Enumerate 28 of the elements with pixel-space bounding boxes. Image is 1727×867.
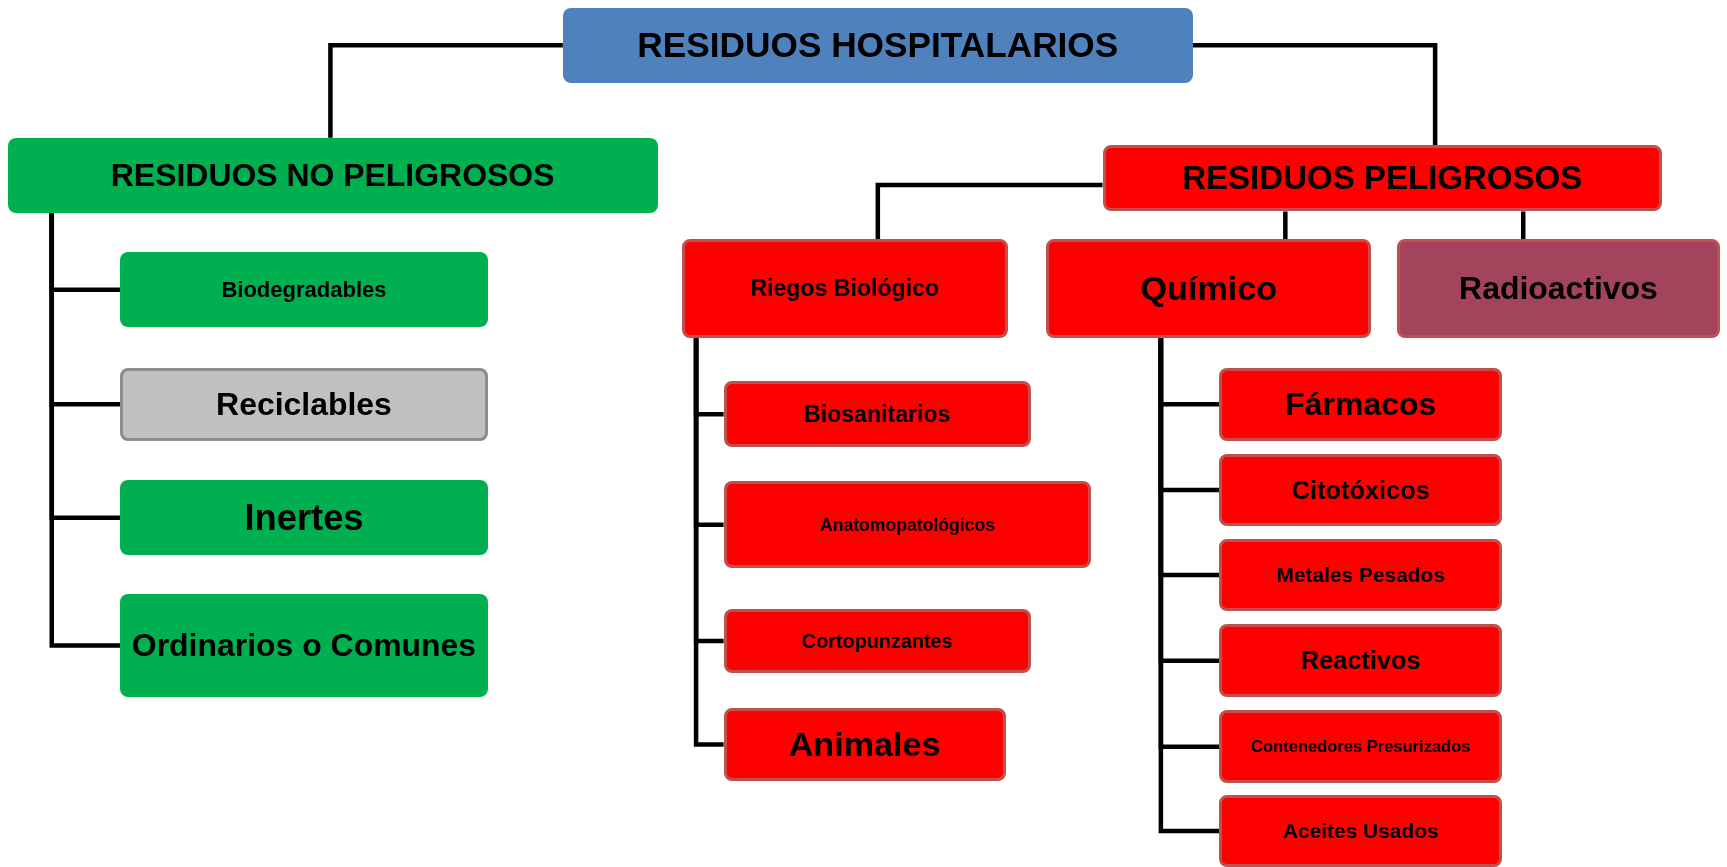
connector-line bbox=[693, 338, 724, 747]
leaf-box: Reciclables bbox=[120, 367, 488, 441]
root-box: RESIDUOS HOSPITALARIOS bbox=[562, 7, 1193, 83]
leaf-box: Biodegradables bbox=[120, 252, 488, 328]
leaf-box: Contenedores Presurizados bbox=[1219, 710, 1503, 784]
leaf-box: Anatomopatológicos bbox=[723, 481, 1092, 569]
category-box: RESIDUOS NO PELIGROSOS bbox=[7, 137, 658, 213]
leaf-box: Inertes bbox=[120, 480, 488, 556]
subcategory-box: Químico bbox=[1046, 239, 1372, 339]
category-box: RESIDUOS PELIGROSOS bbox=[1102, 145, 1662, 212]
subcategory-box: Radioactivos bbox=[1396, 239, 1721, 339]
leaf-box: Aceites Usados bbox=[1219, 795, 1503, 867]
leaf-box: Metales Pesados bbox=[1219, 538, 1503, 612]
connector-line bbox=[1283, 211, 1288, 239]
connector-line bbox=[1158, 338, 1220, 834]
leaf-box: Biosanitarios bbox=[723, 381, 1031, 448]
leaf-box: Cortopunzantes bbox=[723, 609, 1031, 673]
leaf-box: Reactivos bbox=[1219, 624, 1503, 698]
connector-line bbox=[328, 42, 563, 138]
connector-line bbox=[49, 212, 121, 648]
leaf-box: Fármacos bbox=[1219, 367, 1503, 441]
connector-line bbox=[1192, 42, 1438, 146]
connector-line bbox=[875, 182, 1103, 239]
subcategory-box: Riegos Biológico bbox=[681, 239, 1008, 339]
connector-line bbox=[1521, 211, 1526, 239]
leaf-box: Ordinarios o Comunes bbox=[120, 593, 488, 698]
leaf-box: Citotóxicos bbox=[1219, 453, 1503, 527]
leaf-box: Animales bbox=[723, 708, 1006, 781]
